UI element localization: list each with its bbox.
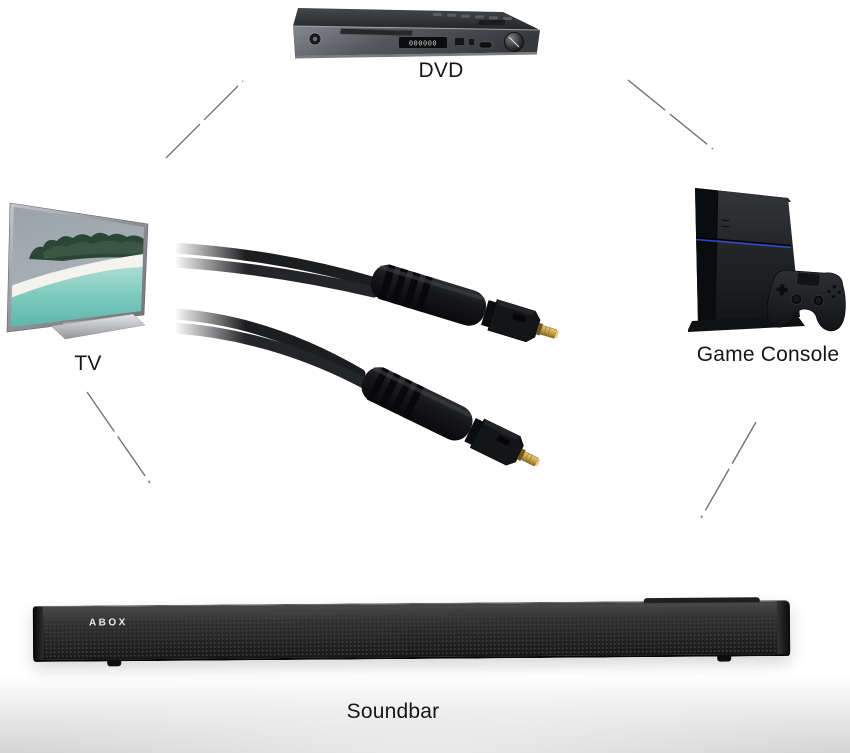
game-console-illustration	[687, 188, 846, 332]
connection-line-tv-dvd	[165, 80, 244, 159]
console-eject-slit	[720, 225, 730, 227]
connector-head	[487, 299, 541, 343]
controller-face-buttons	[826, 284, 842, 299]
connector-gold-tip	[516, 448, 541, 467]
controller-touchpad	[796, 272, 821, 287]
dvd-jog-knob	[504, 32, 524, 52]
controller-dpad	[776, 284, 788, 296]
floor-shadow-gradient	[0, 675, 850, 753]
dvd-display-digits: 000000	[409, 40, 437, 48]
soundbar-top-lip	[643, 597, 760, 604]
console-seam	[714, 190, 719, 321]
dvd-usb-port	[478, 41, 493, 49]
dvd-label: DVD	[418, 59, 464, 82]
optical-cable-illustration	[168, 242, 560, 484]
dvd-power-button	[308, 32, 322, 46]
game-console-label: Game Console	[696, 343, 840, 366]
dvd-player-illustration: 000000	[292, 8, 541, 59]
dvd-function-button	[455, 38, 464, 45]
dvd-top-face	[293, 8, 540, 30]
soundbar-foot-right	[717, 654, 732, 662]
game-console-group: Game Console	[687, 176, 850, 381]
toslink-connector-bottom	[361, 366, 541, 467]
dvd-display-window	[399, 37, 447, 48]
console-accent-light	[695, 238, 792, 249]
dvd-small-button	[469, 39, 474, 45]
connector-ridges	[366, 367, 425, 420]
tv-screen-beach-scene	[11, 207, 144, 327]
controller-body	[766, 269, 846, 332]
game-controller	[766, 269, 846, 332]
tv-illustration	[6, 202, 149, 340]
soundbar-foot-left	[107, 659, 122, 667]
toslink-connector-top	[370, 264, 560, 343]
connection-line-tv-soundbar	[86, 391, 151, 484]
controller-analog-sticks	[790, 293, 825, 307]
connector-collar	[481, 300, 497, 328]
tv-scene-sand	[11, 254, 144, 301]
tv-group: TV	[3, 195, 163, 395]
dvd-front-top-edge	[292, 25, 541, 31]
dvd-brand-badge	[479, 20, 505, 25]
soundbar-illustration: ABOX	[32, 597, 791, 667]
connection-line-dvd-console	[627, 79, 714, 150]
connector-collar	[464, 418, 483, 445]
tv-stand-base	[50, 313, 146, 340]
console-gloss-panel	[695, 188, 718, 323]
connector-gold-tip	[535, 322, 560, 339]
console-mid-groove	[695, 236, 792, 247]
optical-cable-group	[168, 242, 588, 484]
soundbar-brand-logo: ABOX	[88, 617, 128, 629]
dvd-top-buttons	[433, 13, 512, 20]
dvd-bottom-shadow	[295, 52, 537, 59]
soundbar-label: Soundbar	[346, 700, 440, 723]
connection-line-console-soundbar	[700, 421, 757, 519]
dvd-player-group: 000000 DVD	[283, 4, 545, 96]
dvd-disc-tray	[339, 28, 414, 37]
tv-label: TV	[74, 352, 102, 375]
console-power-slit	[720, 219, 730, 221]
connector-boot	[361, 367, 473, 441]
tv-scene-palm-highlight	[43, 240, 144, 259]
connector-head	[469, 418, 524, 466]
cable-left-fade	[174, 242, 246, 484]
connector-ridges	[378, 264, 433, 313]
